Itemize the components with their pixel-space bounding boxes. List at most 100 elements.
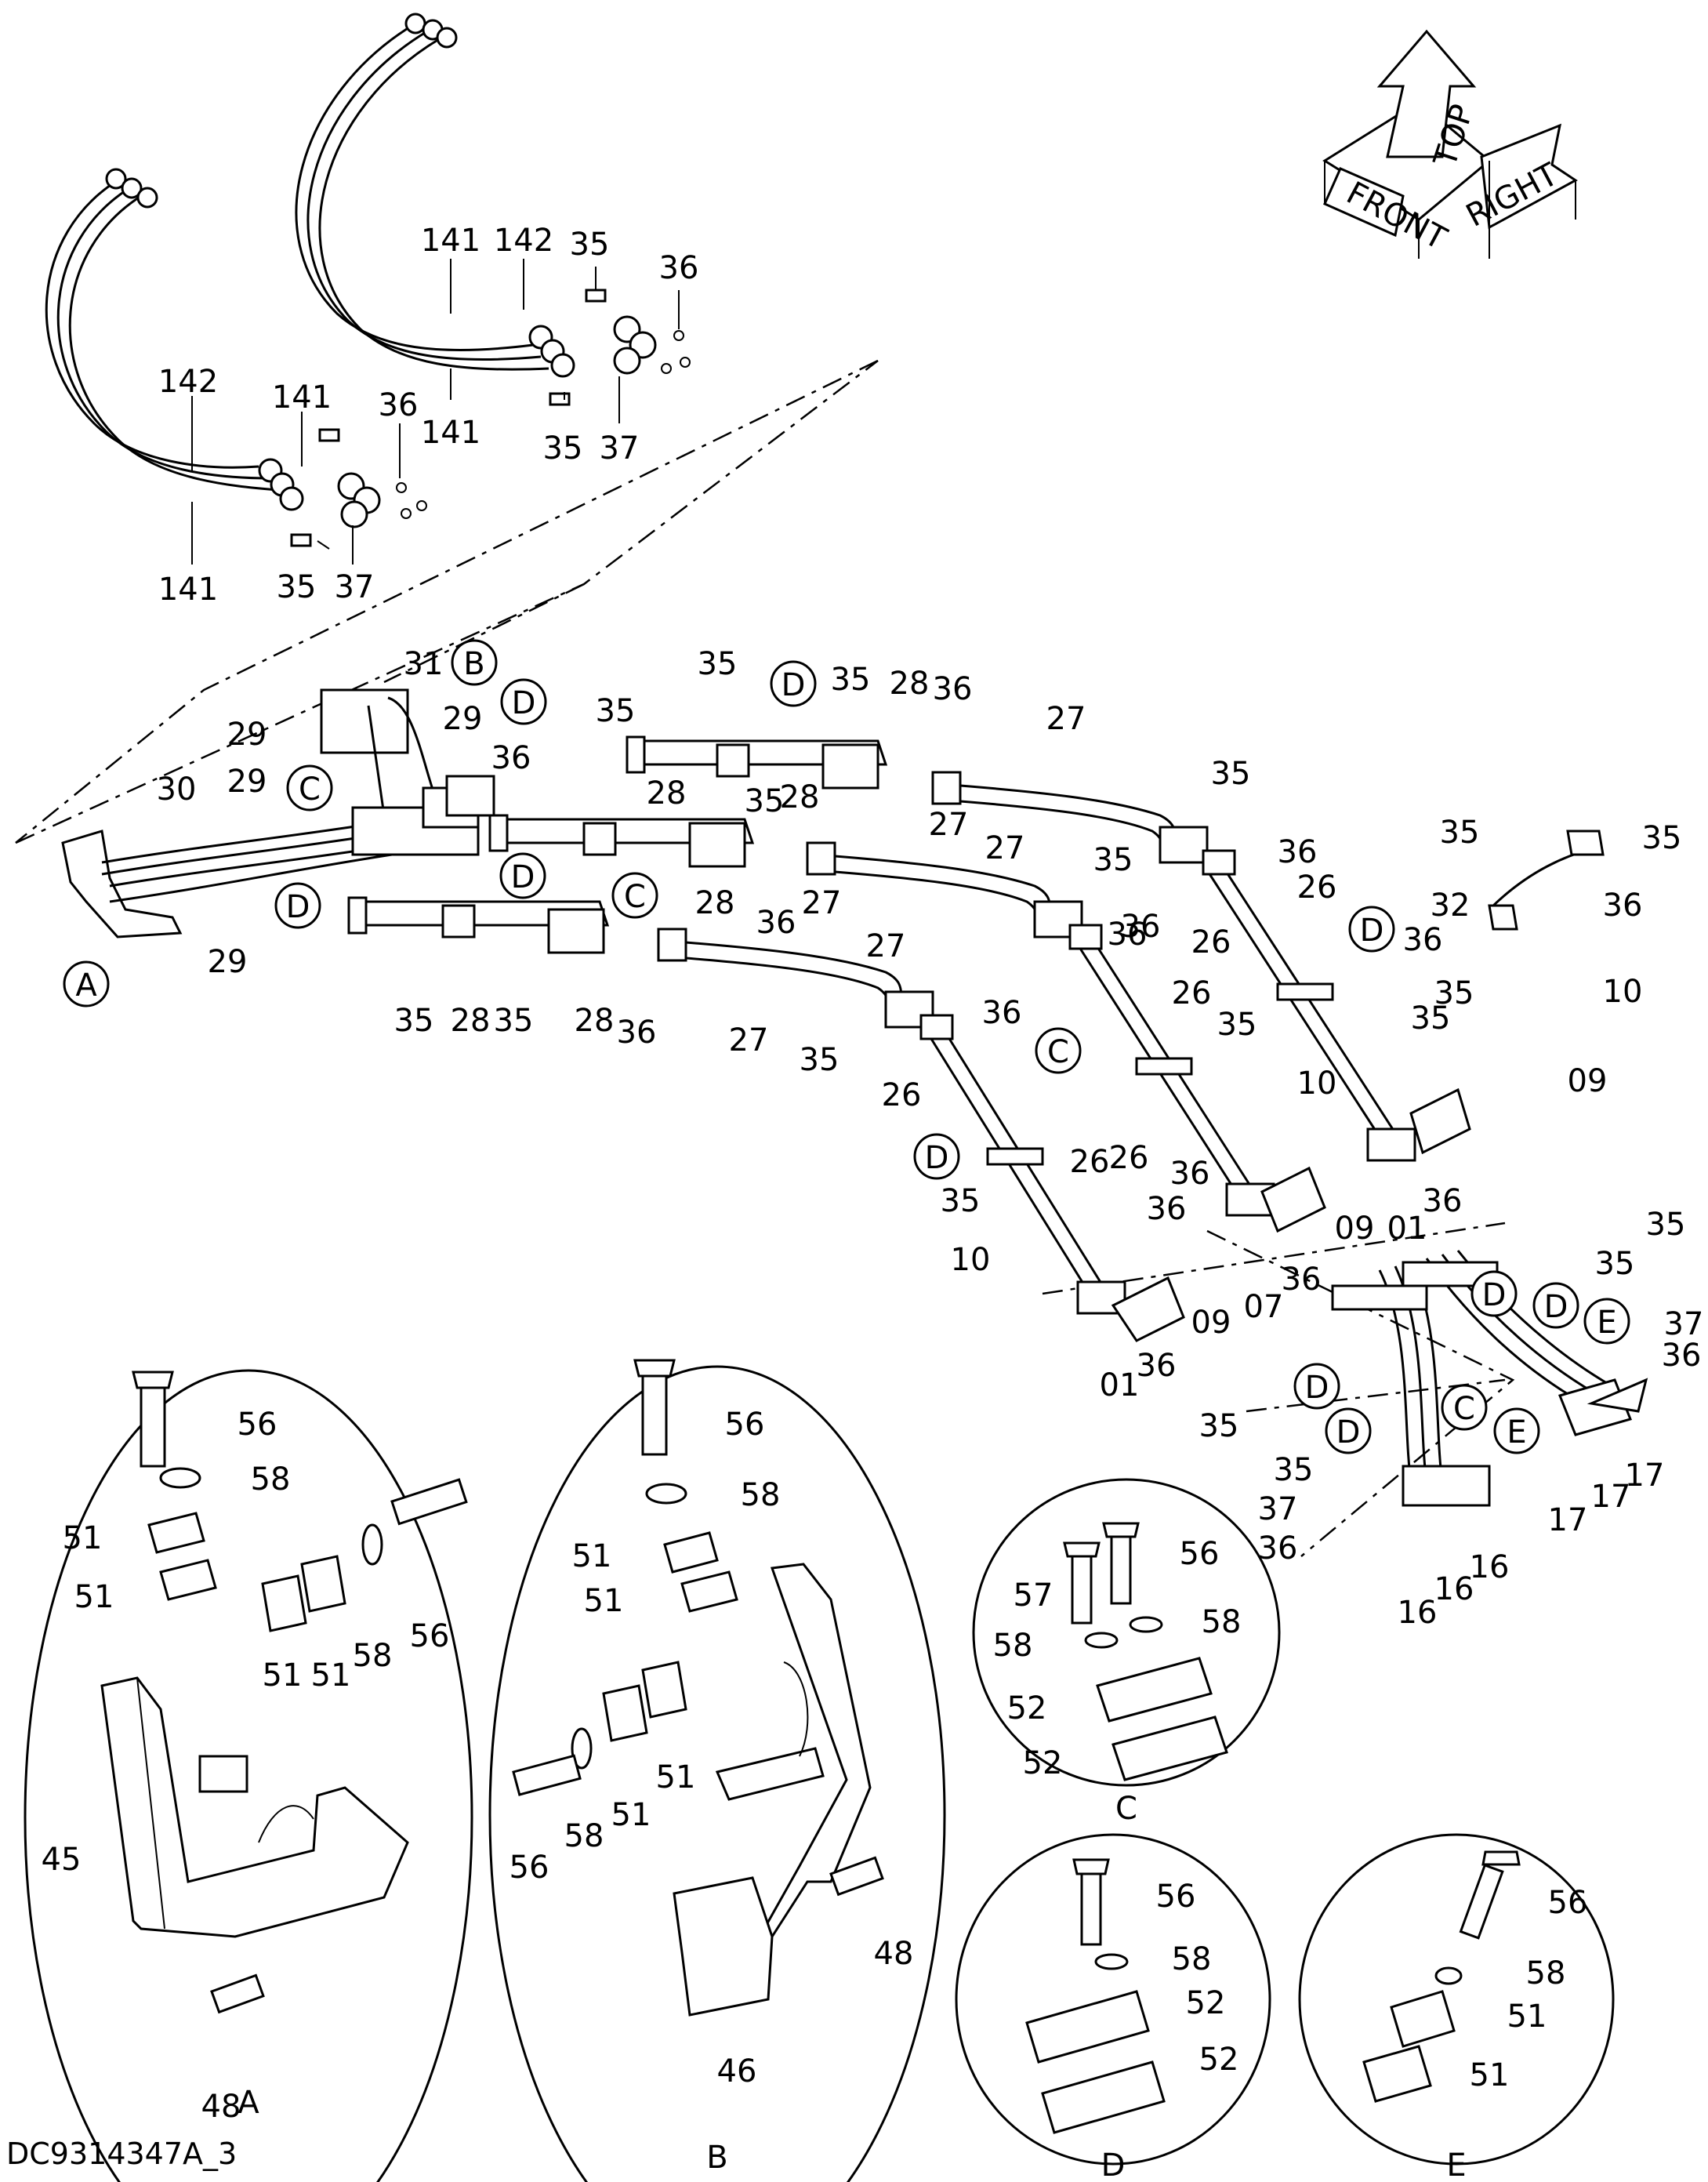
part-label: 07 [1244, 1289, 1284, 1325]
part-label: 37 [1664, 1306, 1704, 1342]
detail-a-label: 58 [251, 1461, 291, 1498]
part-labels: 141 142 35 36 141 35 37 142 141 36 141 3… [157, 223, 1704, 1631]
part-label: 01 [1387, 1211, 1427, 1247]
detail-e-label: 56 [1548, 1885, 1588, 1921]
part-label: 29 [227, 764, 267, 800]
part-label: 141 [421, 415, 480, 451]
callout-d-label-4: D [511, 859, 535, 895]
part-label: 35 [745, 783, 785, 819]
detail-a-label: 51 [263, 1657, 303, 1694]
part-label: 26 [1070, 1144, 1110, 1180]
part-label: 26 [1172, 975, 1212, 1011]
part-label: 29 [208, 944, 248, 980]
part-label: 29 [227, 717, 267, 753]
part-label: 17 [1591, 1479, 1631, 1515]
part-label: 36 [491, 740, 531, 776]
detail-e-title: E [1446, 2148, 1466, 2182]
detail-a-label: 48 [201, 2089, 241, 2125]
part-label: 36 [982, 995, 1022, 1031]
part-label: 35 [1646, 1207, 1686, 1243]
detail-b-label: 46 [717, 2053, 757, 2089]
callout-d-label-8: D [1544, 1289, 1568, 1325]
part-label: 01 [1100, 1367, 1140, 1403]
part-label: 36 [933, 671, 973, 707]
part-label: 36 [756, 905, 796, 941]
detail-b-label: 56 [725, 1407, 765, 1443]
detail-a-label: 56 [410, 1618, 450, 1654]
part-label: 35 [800, 1042, 839, 1078]
part-label: 36 [1662, 1338, 1702, 1374]
detail-a-label: 45 [42, 1842, 82, 1878]
part-label: 26 [882, 1077, 922, 1113]
part-label: 35 [1642, 820, 1682, 856]
orientation-indicator: TOP FRONT RIGHT [1322, 29, 1578, 259]
part-label: 09 [1568, 1063, 1608, 1099]
part-label: 142 [494, 223, 553, 259]
detail-d-label: 52 [1186, 1985, 1226, 2021]
part-label: 142 [158, 364, 218, 400]
part-label: 35 [570, 227, 610, 263]
part-label: 36 [1147, 1191, 1187, 1227]
part-label: 36 [1170, 1156, 1210, 1192]
detail-d-label: 56 [1156, 1879, 1196, 1915]
part-label: 35 [394, 1003, 434, 1039]
callout-c-label-3: C [1047, 1034, 1069, 1070]
part-label: 36 [379, 387, 419, 423]
part-label: 36 [1282, 1262, 1322, 1298]
detail-b-title: B [706, 2140, 727, 2176]
part-label: 35 [941, 1183, 981, 1219]
callout-d-label-9: D [1305, 1370, 1329, 1406]
part-label: 36 [1121, 909, 1161, 945]
pipe-row-28-low [347, 896, 610, 954]
pipe-26-left [919, 1014, 1126, 1315]
part-label: 36 [1108, 917, 1148, 953]
part-label: 27 [929, 807, 969, 843]
part-label: 26 [1297, 870, 1337, 906]
part-label: 28 [575, 1003, 615, 1039]
detail-b-label: 58 [741, 1477, 781, 1513]
detail-c-label: 58 [1202, 1604, 1242, 1640]
part-label: 36 [1278, 834, 1318, 870]
callout-d-label: D [512, 685, 536, 721]
part-label: 28 [780, 779, 820, 815]
callout-d-label-6: D [925, 1140, 949, 1176]
part-label: 35 [831, 662, 871, 698]
detail-c-label: 57 [1014, 1578, 1053, 1614]
detail-b-label: 51 [572, 1538, 612, 1574]
part-label: 17 [1625, 1458, 1665, 1494]
part-label: 09 [1335, 1211, 1375, 1247]
callout-d-label-7: D [1482, 1277, 1507, 1313]
part-label: 35 [1434, 975, 1474, 1011]
detail-a-label: 51 [311, 1657, 351, 1694]
part-label: 36 [1603, 888, 1643, 924]
part-label: 10 [951, 1242, 991, 1278]
part-label: 36 [1137, 1348, 1177, 1384]
part-label: 35 [1440, 815, 1480, 851]
detail-d-label: 58 [1172, 1941, 1212, 1977]
part-label: 141 [272, 379, 332, 416]
part-label: 10 [1603, 974, 1643, 1010]
part-label: 35 [1093, 842, 1133, 878]
detail-c-label: 58 [993, 1628, 1033, 1664]
frame-lines [15, 359, 1515, 1557]
callout-d-label-5: D [1360, 913, 1384, 949]
part-label: 37 [1258, 1491, 1298, 1527]
detail-a-label: 51 [74, 1579, 114, 1615]
callout-d-label-10: D [1336, 1414, 1361, 1450]
part-label: 30 [157, 772, 197, 808]
callout-b-label: B [463, 646, 484, 682]
part-label: 17 [1548, 1502, 1588, 1538]
detail-b-label: 56 [509, 1850, 549, 1886]
callout-c-label-2: C [624, 879, 646, 915]
detail-c-label: 56 [1180, 1536, 1220, 1572]
part-label: 36 [1423, 1183, 1463, 1219]
detail-c-title: C [1115, 1791, 1137, 1827]
part-label: 32 [1431, 888, 1470, 924]
detail-a-label: 56 [238, 1407, 277, 1443]
part-label: 10 [1297, 1066, 1337, 1102]
part-label: 26 [1109, 1140, 1149, 1176]
hose-assembly-lower [45, 168, 427, 547]
part-label: 09 [1191, 1305, 1231, 1341]
part-label: 35 [1595, 1246, 1635, 1282]
